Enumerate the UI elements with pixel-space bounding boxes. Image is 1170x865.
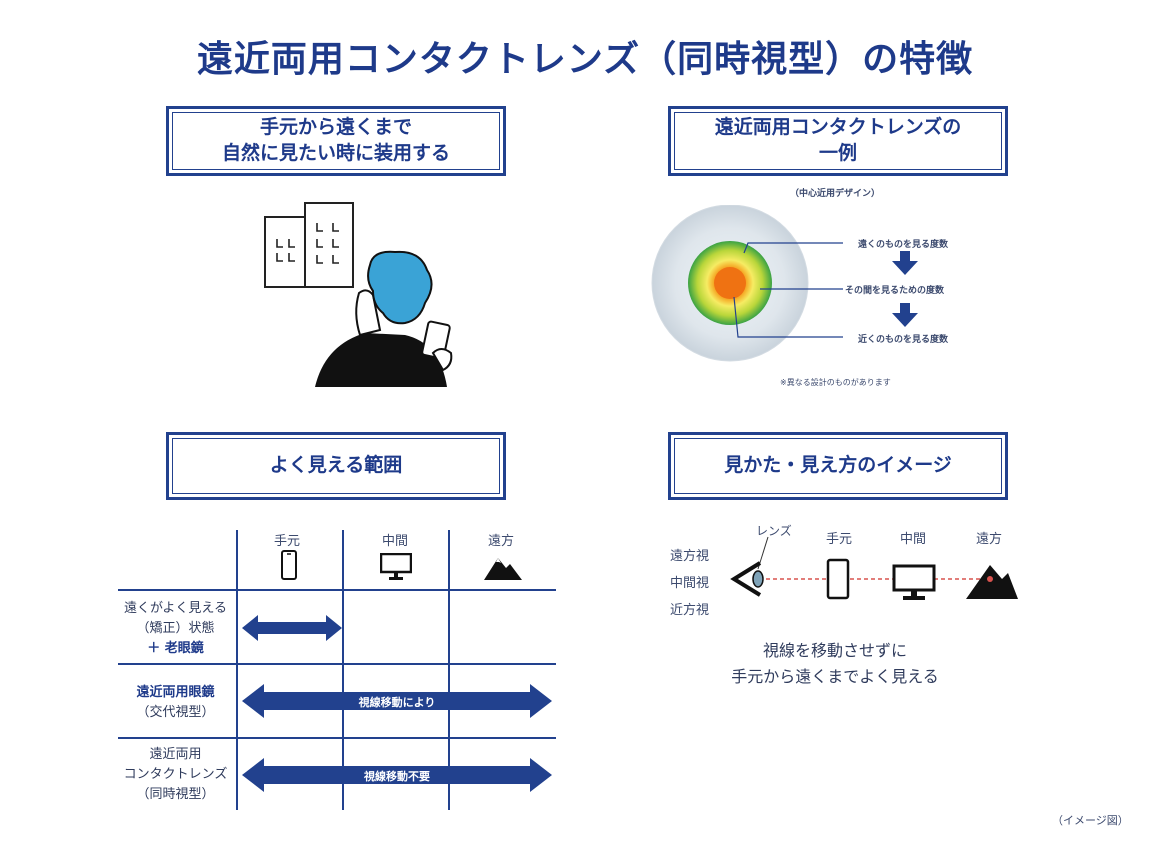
grid-vline-2 (342, 530, 344, 810)
far-power-label: 遠くのものを見る度数 (858, 240, 949, 250)
panel-bottom-right-header: 見かた・見え方のイメージ (668, 432, 1008, 500)
grid-hline-2 (118, 663, 556, 665)
br-col-mid: 中間 (900, 532, 927, 547)
panel-bl-title: よく見える範囲 (269, 454, 403, 477)
arrow-label-glasses: 視線移動により (358, 696, 436, 709)
person-looking-at-buildings-illustration (264, 202, 453, 387)
eye-sightline-illustration (730, 536, 1018, 600)
panel-tl-line2: 自然に見たい時に装用する (221, 142, 450, 164)
design-note: ※異なる設計のものがあります (780, 378, 891, 387)
row-label-bifocal-contacts: 遠近両用 コンタクトレンズ （同時視型） (123, 747, 228, 803)
smartphone-icon (281, 550, 297, 580)
grid-vline-1 (236, 530, 238, 810)
contact-lens-illustration (651, 205, 918, 362)
range-arrow-near (242, 615, 342, 641)
sightline-message-line2: 手元から遠くまでよく見える (731, 666, 939, 686)
design-label: （中心近用デザイン） (790, 189, 881, 199)
col-header-near: 手元 (274, 534, 301, 549)
panel-top-left-header: 手元から遠くまで 自然に見たい時に装用する (166, 106, 506, 176)
view-far-label: 遠方視 (670, 549, 710, 564)
sightline-message: 視線を移動させずに 手元から遠くまでよく見える (700, 638, 970, 689)
col-header-far: 遠方 (488, 534, 515, 549)
panel-br-title: 見かた・見え方のイメージ (724, 454, 952, 477)
panel-bottom-left-header: よく見える範囲 (166, 432, 506, 500)
grid-hline-3 (118, 737, 556, 739)
row-label-reading-glasses: 遠くがよく見える （矯正）状態 ＋ 老眼鏡 (124, 601, 227, 657)
panel-top-right-header: 遠近両用コンタクトレンズの 一例 (668, 106, 1008, 176)
near-power-label: 近くのものを見る度数 (858, 335, 949, 345)
grid-hline-1 (118, 589, 556, 591)
view-near-label: 近方視 (670, 603, 710, 618)
mountain-icon (484, 558, 522, 580)
panel-tr-line1: 遠近両用コンタクトレンズの (714, 116, 962, 139)
monitor-icon (380, 553, 412, 580)
arrow-label-contacts: 視線移動不要 (364, 770, 430, 783)
panel-tl-line1: 手元から遠くまで (259, 116, 412, 139)
br-col-near: 手元 (826, 532, 853, 547)
page-title: 遠近両用コンタクトレンズ（同時視型）の特徴 (196, 39, 974, 80)
panel-tr-line2: 一例 (818, 142, 857, 164)
range-arrow-all-contacts (242, 758, 552, 792)
row-label-bifocal-glasses: 遠近両用眼鏡 （交代視型） (136, 685, 215, 721)
range-arrow-all-glasses (242, 684, 552, 718)
view-mid-label: 中間視 (670, 576, 710, 591)
grid-vline-3 (448, 530, 450, 810)
br-col-far: 遠方 (976, 532, 1003, 547)
image-note: （イメージ図） (1052, 814, 1129, 827)
col-header-mid: 中間 (382, 534, 409, 549)
sightline-message-line1: 視線を移動させずに (762, 641, 907, 660)
mid-power-label: その間を見るための度数 (845, 286, 945, 296)
lens-label: レンズ (756, 524, 792, 538)
